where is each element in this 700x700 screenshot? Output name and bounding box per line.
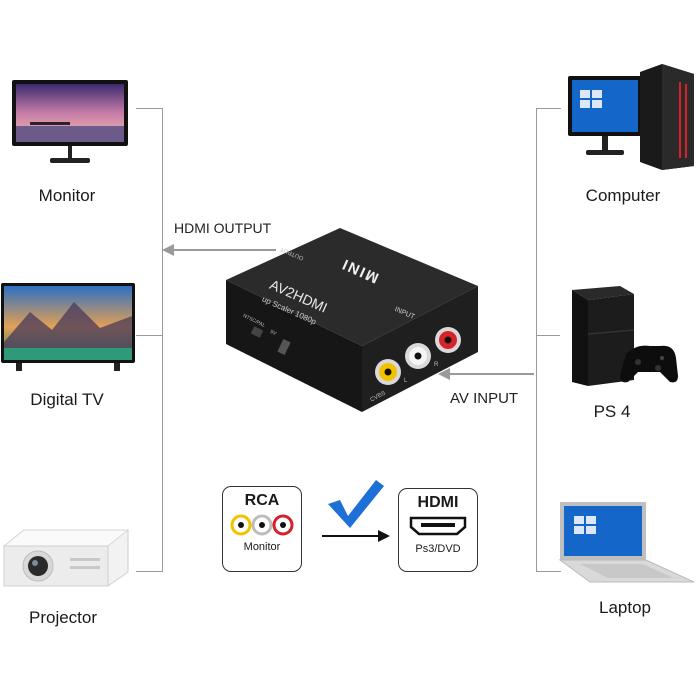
tv-icon	[1, 283, 135, 371]
av-input-label: AV INPUT	[450, 390, 519, 407]
input-bracket-mid	[536, 335, 560, 336]
computer-icon	[568, 64, 694, 170]
output-bracket	[136, 108, 163, 572]
hdmi-port-icon	[409, 516, 467, 536]
computer-device	[566, 62, 696, 172]
ps4-label: PS 4	[593, 402, 631, 421]
converter-box: MINI AV2HDMI up Scaler 1080p OUTPUT INPU…	[208, 222, 488, 418]
hdmi-output-arrow	[162, 244, 276, 256]
projector-label: Projector	[28, 608, 98, 627]
computer-label: Computer	[585, 186, 661, 205]
monitor-device	[10, 78, 130, 166]
rca-title: RCA	[244, 492, 280, 509]
projector-device	[0, 522, 132, 592]
projector-icon	[2, 529, 130, 587]
laptop-device	[550, 500, 696, 586]
hdmi-title: HDMI	[417, 494, 459, 511]
ps4-icon	[572, 286, 678, 386]
av-input-arrow	[438, 368, 534, 380]
hdmi-output-label: HDMI OUTPUT	[174, 220, 272, 236]
output-bracket-mid	[136, 335, 162, 336]
check-arrow-icon	[322, 480, 390, 542]
digital-tv-device	[0, 282, 136, 374]
converter-l-label: L	[404, 378, 408, 384]
monitor-label: Monitor	[38, 186, 96, 205]
hdmi-caption: Ps3/DVD	[415, 543, 461, 555]
ps4-device	[568, 284, 678, 388]
laptop-label: Laptop	[599, 598, 651, 617]
rca-box: RCA Monitor	[222, 486, 302, 572]
hdmi-box: HDMI Ps3/DVD	[398, 488, 478, 572]
converter-r-label: R	[434, 362, 439, 368]
laptop-icon	[558, 502, 695, 583]
monitor-icon	[12, 80, 128, 163]
input-bracket	[536, 108, 561, 572]
rca-jacks-icon	[230, 514, 294, 536]
digital-tv-label: Digital TV	[30, 390, 104, 409]
rca-caption: Monitor	[243, 541, 281, 553]
